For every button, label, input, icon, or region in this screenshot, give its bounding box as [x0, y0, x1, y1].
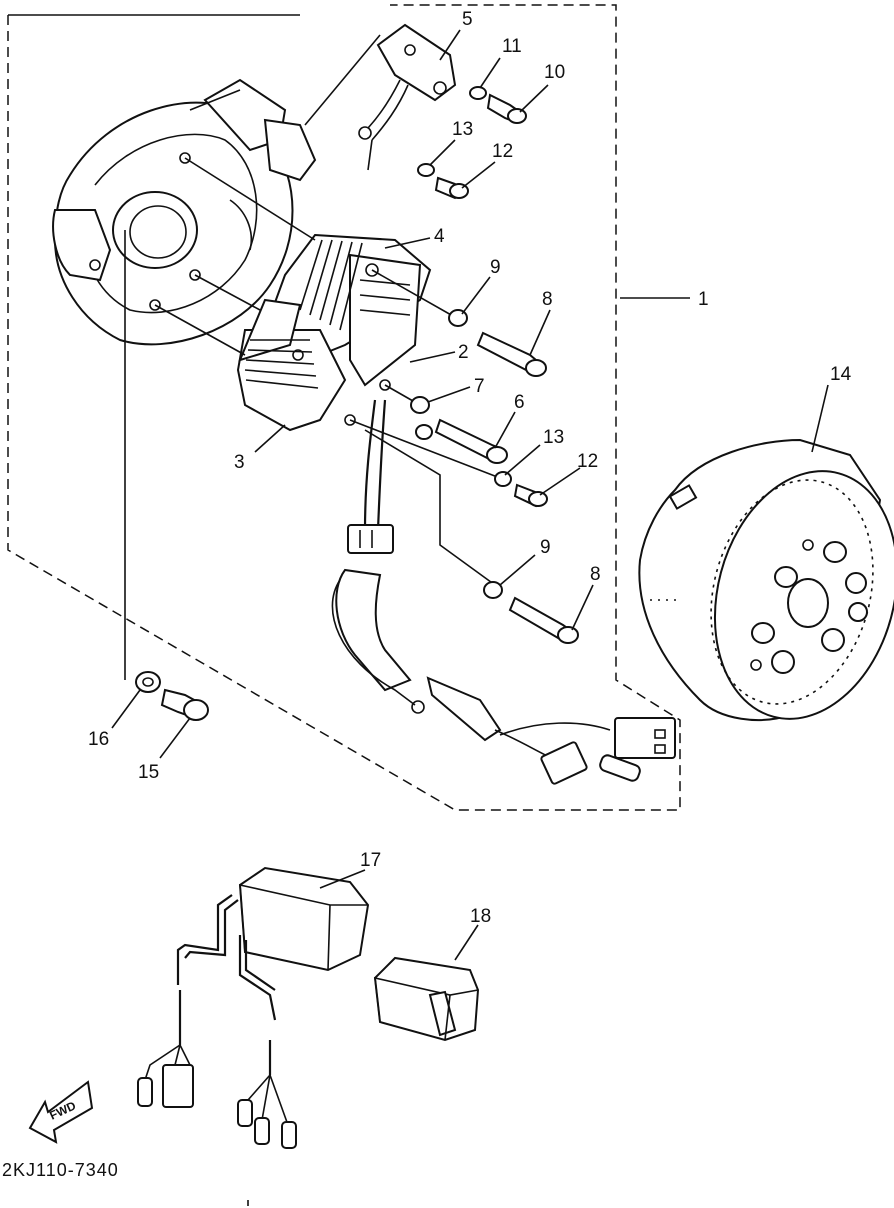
pickup-coil	[304, 23, 457, 171]
callout-leaders	[111, 29, 829, 961]
callout-10: 10	[544, 62, 565, 83]
callout-4: 4	[434, 226, 445, 247]
callout-12-top: 12	[492, 141, 513, 162]
ignition-unit	[137, 866, 370, 1149]
assembly-boundary	[7, 4, 681, 811]
callout-16: 16	[88, 729, 109, 750]
base-plate	[52, 78, 317, 346]
callout-18: 18	[470, 906, 491, 927]
callout-15: 15	[138, 762, 159, 783]
callout-3: 3	[234, 452, 245, 473]
callout-12-mid: 12	[577, 451, 598, 472]
callout-14: 14	[830, 364, 852, 385]
callout-13-top: 13	[452, 119, 473, 140]
callout-7: 7	[474, 376, 485, 397]
alignment-lines	[124, 157, 501, 680]
callout-5: 5	[462, 9, 473, 30]
forward-direction-arrow: FWD	[28, 1080, 94, 1144]
callout-13-mid: 13	[543, 427, 564, 448]
callout-1: 1	[698, 289, 709, 310]
unit-bracket	[373, 956, 480, 1042]
callout-9-top: 9	[490, 257, 501, 278]
callout-6: 6	[514, 392, 525, 413]
callout-2: 2	[458, 342, 469, 363]
coil-windings	[244, 239, 411, 389]
callout-11: 11	[502, 36, 522, 57]
callout-8-top: 8	[542, 289, 553, 310]
callout-8-lower: 8	[590, 564, 601, 585]
stator-coils	[236, 233, 432, 432]
callout-labels: 5 11 10 13 12 4 9 8 1 2 14 7 6 13 12 3 9…	[88, 9, 852, 927]
callout-17: 17	[360, 850, 381, 871]
callout-9-lower: 9	[540, 537, 551, 558]
wire-harness	[331, 399, 676, 785]
drawing-code: 2KJ110-7340	[2, 1160, 119, 1180]
flywheel-rotor	[638, 438, 894, 721]
